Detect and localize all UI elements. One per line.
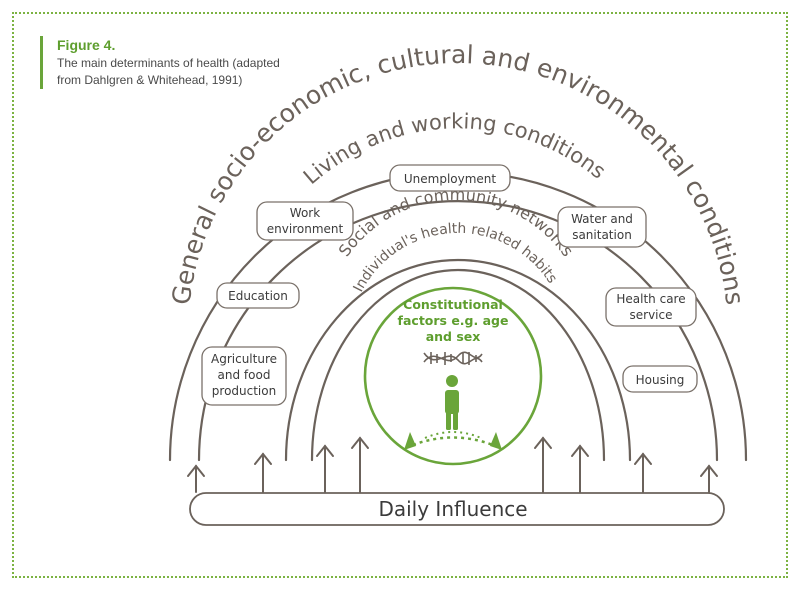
factor-water-line-1: Water and xyxy=(571,212,633,226)
core-line-3: and sex xyxy=(426,329,481,344)
influence-arrows xyxy=(187,436,718,493)
factor-unemployment: Unemployment xyxy=(389,164,511,192)
up-arrow-icon xyxy=(571,444,589,493)
factor-work-environment: Work environment xyxy=(256,201,354,241)
daily-influence-label: Daily Influence xyxy=(378,497,527,521)
factor-housing: Housing xyxy=(622,365,698,393)
figure-description: The main determinants of health (adapted… xyxy=(57,56,280,87)
social-arc xyxy=(310,268,606,462)
up-arrow-icon xyxy=(534,436,552,493)
daily-influence-bar: Daily Influence xyxy=(189,492,725,526)
factor-work-line-1: Work xyxy=(290,206,320,220)
up-arrow-icon xyxy=(316,444,334,493)
factor-agriculture-line-1: Agriculture xyxy=(211,352,277,366)
factor-health-line-2: service xyxy=(630,308,673,322)
factor-housing-label: Housing xyxy=(636,373,685,387)
factor-water-line-2: sanitation xyxy=(572,228,632,242)
figure-caption: Figure 4. The main determinants of healt… xyxy=(40,36,287,89)
factor-water-sanitation: Water and sanitation xyxy=(557,206,647,248)
dna-icon xyxy=(423,351,483,365)
up-arrow-icon xyxy=(634,452,652,493)
base-platform xyxy=(404,431,502,450)
figure-frame xyxy=(12,12,788,578)
individual-layer-text: Individual's health related habits xyxy=(350,221,560,295)
factor-work-line-2: environment xyxy=(267,222,344,236)
up-arrow-icon xyxy=(700,464,718,493)
individual-layer-label: Individual's health related habits xyxy=(350,221,560,295)
person-icon xyxy=(445,375,459,430)
factor-agriculture-line-3: production xyxy=(212,384,276,398)
constitutional-core xyxy=(363,286,543,466)
factor-agriculture: Agriculture and food production xyxy=(201,346,287,406)
factor-health-care: Health care service xyxy=(605,287,697,327)
factor-health-line-1: Health care xyxy=(616,292,685,306)
factor-unemployment-label: Unemployment xyxy=(404,172,497,186)
up-arrow-icon xyxy=(254,452,272,493)
core-line-1: Constitutional xyxy=(403,297,503,312)
figure-label: Figure 4. xyxy=(57,37,116,53)
outer-arc-inner xyxy=(197,199,719,462)
core-line-2: factors e.g. age xyxy=(398,313,509,328)
up-arrow-icon xyxy=(187,464,205,493)
factor-education: Education xyxy=(216,282,300,309)
living-arc xyxy=(284,258,632,462)
up-arrow-icon xyxy=(351,436,369,493)
factor-agriculture-line-2: and food xyxy=(218,368,271,382)
factor-education-label: Education xyxy=(228,289,288,303)
